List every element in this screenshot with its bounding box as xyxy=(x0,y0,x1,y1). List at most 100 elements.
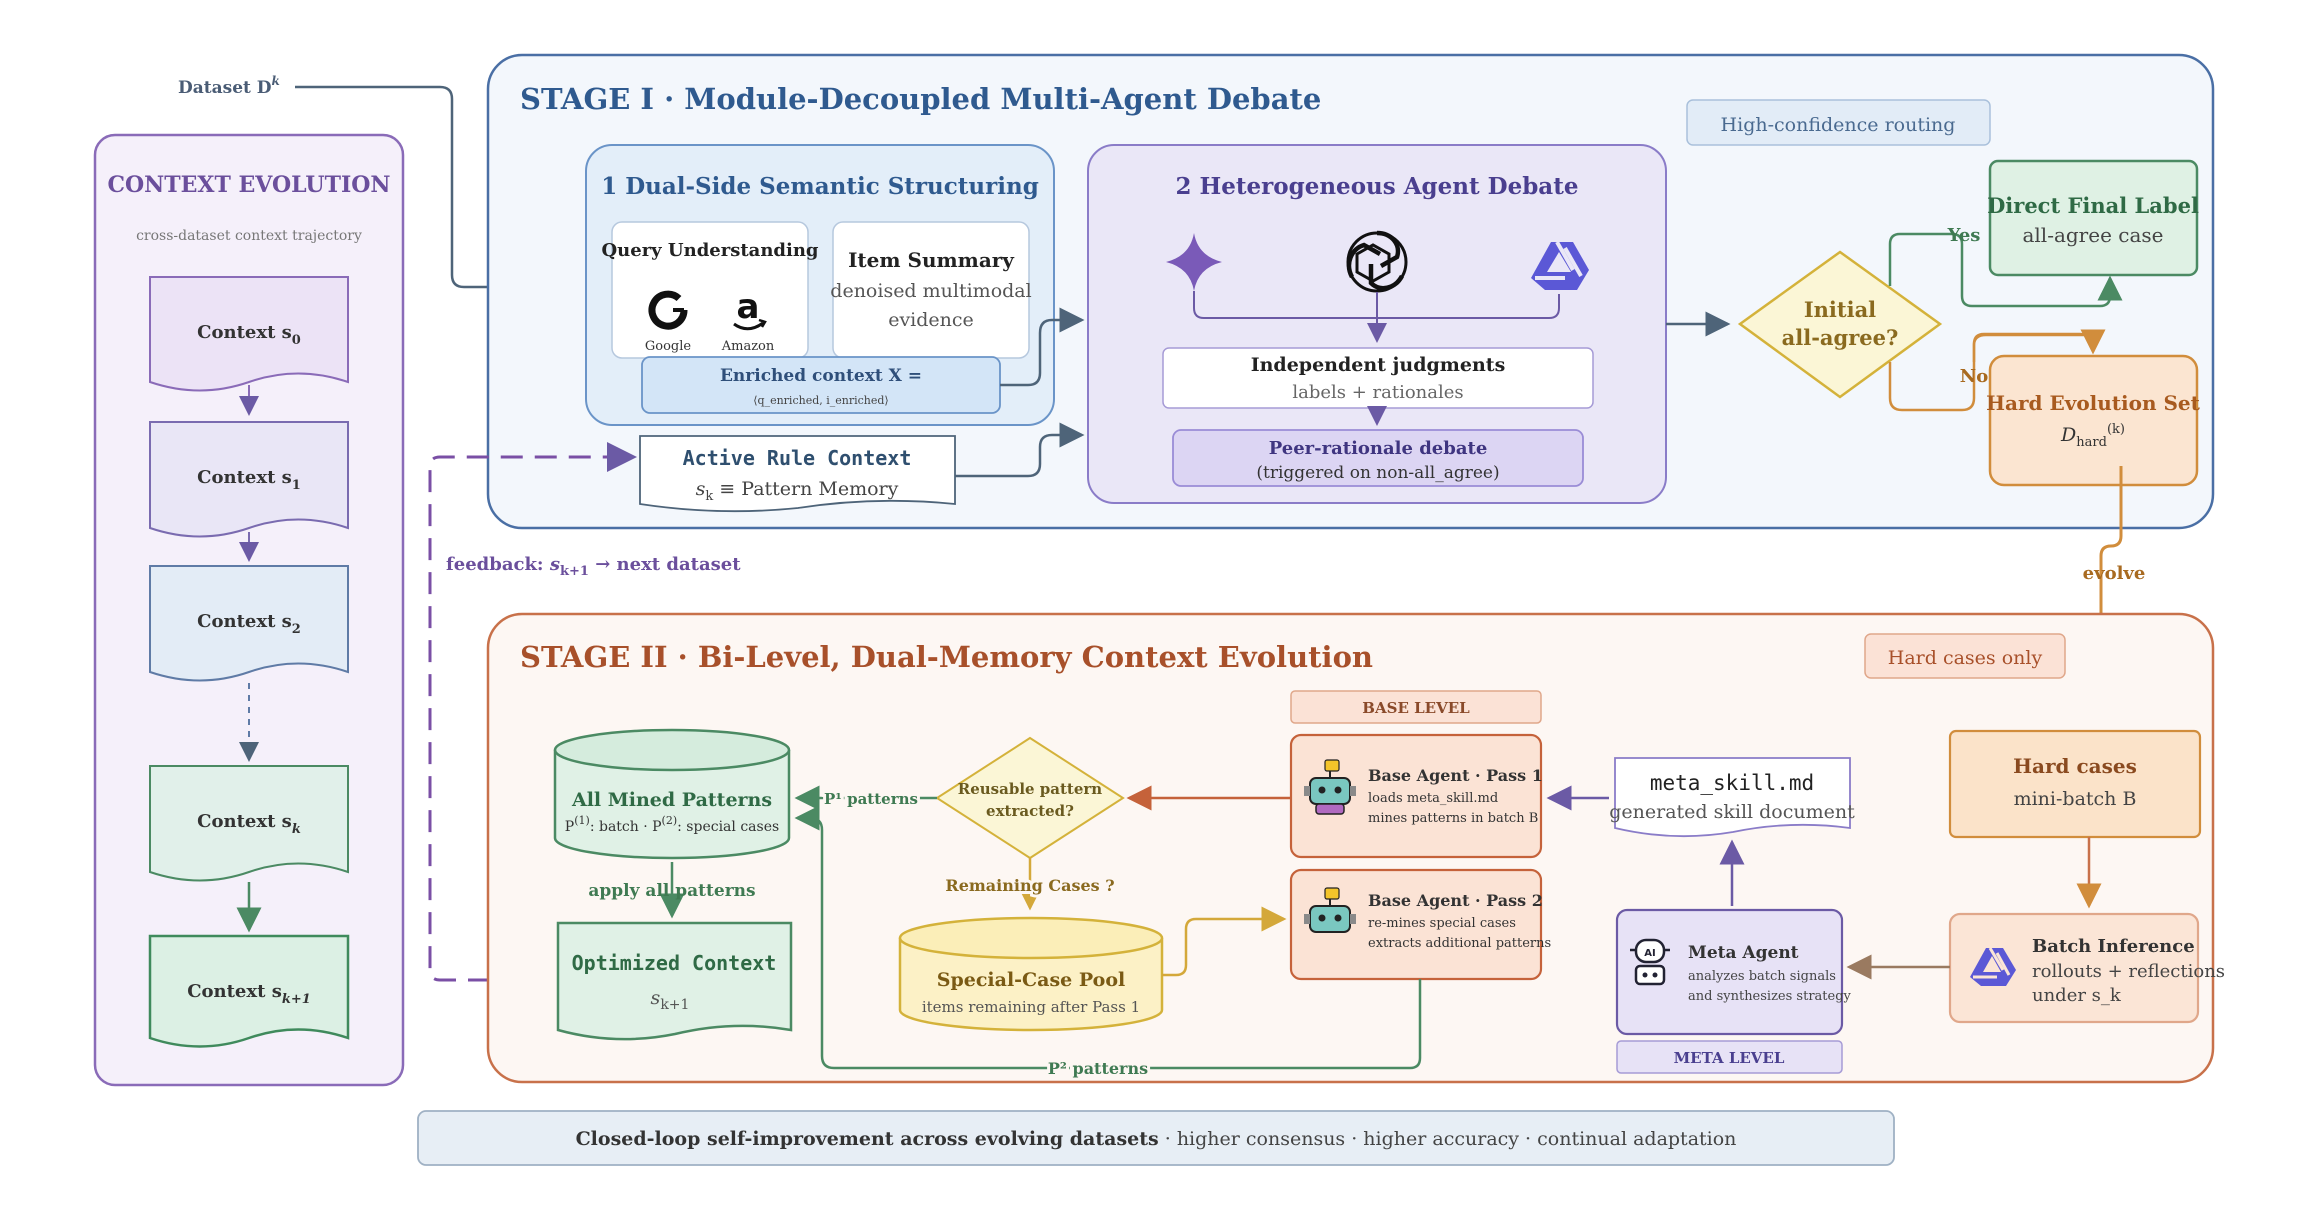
google-icon xyxy=(648,290,688,330)
optimized-context-title: Optimized Context xyxy=(572,951,777,975)
svg-text:Context sk+1: Context sk+1 xyxy=(187,981,311,1007)
hard-only-badge xyxy=(1864,633,2066,679)
special-pool-title: Special-Case Pool xyxy=(937,969,1125,991)
hard-cases-title: Hard cases xyxy=(2013,754,2137,778)
context-s2-card: Context s2 xyxy=(149,565,349,682)
enriched-context-title: Enriched context X = xyxy=(720,366,922,386)
pass1-line2: mines patterns in batch B xyxy=(1368,811,1538,826)
mined-patterns-title: All Mined Patterns xyxy=(571,789,772,811)
svg-text:AI: AI xyxy=(1644,948,1655,959)
meta-agent-line2: and synthesizes strategy xyxy=(1688,989,1852,1004)
svg-text:Context s2: Context s2 xyxy=(197,611,301,637)
peer-debate-title: Peer-rationale debate xyxy=(1269,438,1488,459)
robot-icon xyxy=(1304,759,1356,815)
hard-set-title: Hard Evolution Set xyxy=(1986,391,2201,415)
context-s1-card: Context s1 xyxy=(149,421,349,538)
yes-arrow xyxy=(1888,232,2123,308)
peer-debate-sub: (triggered on non-all_agree) xyxy=(1256,463,1499,483)
context-panel-subtitle: cross-dataset context trajectory xyxy=(136,228,362,244)
reusable-pattern-decision: Reusable pattern extracted? xyxy=(935,736,1125,860)
meta-skill-sub: generated skill document xyxy=(1609,801,1855,823)
pass1-title: Base Agent · Pass 1 xyxy=(1368,766,1543,785)
all-mined-patterns-store: All Mined Patterns P(1): batch · P(2): s… xyxy=(553,728,791,860)
dataset-label: Dataset Dk xyxy=(178,74,280,98)
active-rule-sub: sk ≡ Pattern Memory xyxy=(696,478,899,504)
hard-cases-card: Hard cases mini-batch B xyxy=(1948,729,2202,839)
item-summary-line2: evidence xyxy=(888,309,974,331)
routing-badge xyxy=(1686,99,1991,146)
feedback-label: feedback: sk+1 → next dataset xyxy=(446,554,741,579)
batch-inference-card: Batch Inference rollouts + reflections u… xyxy=(1948,912,2225,1024)
pass1-line1: loads meta_skill.md xyxy=(1368,791,1498,806)
query-understanding-title: Query Understanding xyxy=(601,240,818,261)
routing-label: High-confidence routing xyxy=(1721,114,1956,136)
hard-set-formula: Dhard(k) xyxy=(2060,422,2125,450)
direct-final-sub: all-agree case xyxy=(2022,223,2163,247)
pass2-title: Base Agent · Pass 2 xyxy=(1368,891,1543,910)
context-s0-card: Context s0 xyxy=(149,276,349,392)
base-level-label: BASE LEVEL xyxy=(1362,699,1470,717)
direct-final-label-card: Direct Final Label all-agree case xyxy=(1987,159,2199,277)
enriched-context-sub: ⟨q_enriched, i_enriched⟩ xyxy=(753,394,888,407)
dataset-arrow xyxy=(295,85,586,300)
amazon-icon: a xyxy=(733,287,767,331)
meta-level-badge xyxy=(1616,1040,1843,1074)
box2-title: 2 Heterogeneous Agent Debate xyxy=(1176,173,1579,200)
footer-text: Closed-loop self-improvement across evol… xyxy=(576,1128,1737,1150)
remaining-cases-label: Remaining Cases ? xyxy=(945,876,1114,895)
feedback-loop xyxy=(428,442,637,982)
item-summary-title: Item Summary xyxy=(848,248,1015,272)
dual-side-structuring-box: 1 Dual-Side Semantic Structuring Query U… xyxy=(585,144,1055,426)
context-panel-title: CONTEXT EVOLUTION xyxy=(107,172,390,198)
independent-judgments-sub: labels + rationales xyxy=(1292,382,1463,403)
context-evolution-panel: CONTEXT EVOLUTION cross-dataset context … xyxy=(93,133,405,1087)
independent-judgments-title: Independent judgments xyxy=(1251,354,1506,376)
decision-line2: all-agree? xyxy=(1782,325,1899,350)
evolve-arrow xyxy=(2086,466,2123,707)
stage2-title: STAGE II · Bi-Level, Dual-Memory Context… xyxy=(520,640,1373,674)
footer-banner: Closed-loop self-improvement across evol… xyxy=(417,1110,1895,1166)
svg-text:Context sk: Context sk xyxy=(197,811,301,837)
pass2-line2: extracts additional patterns xyxy=(1368,936,1551,951)
hard-cases-sub: mini-batch B xyxy=(2014,788,2137,810)
p2-patterns-label: P² patterns xyxy=(1048,1059,1148,1078)
decision-line1: Initial xyxy=(1804,297,1876,322)
hard-only-label: Hard cases only xyxy=(1888,647,2043,669)
meta-level-label: META LEVEL xyxy=(1674,1049,1785,1067)
heterogeneous-debate-box: 2 Heterogeneous Agent Debate xyxy=(1087,144,1667,504)
stage2-panel: STAGE II · Bi-Level, Dual-Memory Context… xyxy=(486,612,2225,1084)
stage1-title: STAGE I · Module-Decoupled Multi-Agent D… xyxy=(520,82,1321,116)
batch-inference-line2: under s_k xyxy=(2032,985,2122,1006)
active-rule-title: Active Rule Context xyxy=(683,446,912,470)
special-case-pool: Special-Case Pool items remaining after … xyxy=(898,916,1164,1032)
qwen-icon xyxy=(1970,947,2016,986)
batch-inference-title: Batch Inference xyxy=(2032,936,2195,957)
stage1-panel: STAGE I · Module-Decoupled Multi-Agent D… xyxy=(486,53,2215,530)
yes-label: Yes xyxy=(1947,225,1981,246)
item-summary-line1: denoised multimodal xyxy=(830,280,1031,302)
context-sk-card: Context sk xyxy=(149,765,349,882)
sparkle-icon xyxy=(1166,233,1222,291)
amazon-label: Amazon xyxy=(721,339,775,354)
box1-title: 1 Dual-Side Semantic Structuring xyxy=(601,173,1039,200)
meta-agent-line1: analyzes batch signals xyxy=(1688,969,1836,984)
pass2-line1: re-mines special cases xyxy=(1368,916,1516,931)
direct-final-title: Direct Final Label xyxy=(1987,193,2199,218)
svg-text:Context s0: Context s0 xyxy=(197,322,301,348)
base-agent-pass1-card: Base Agent · Pass 1 loads meta_skill.md … xyxy=(1289,733,1543,859)
base-agent-pass2-card: Base Agent · Pass 2 re-mines special cas… xyxy=(1289,868,1551,981)
peer-debate-card xyxy=(1172,429,1584,487)
p2-patterns-arrow xyxy=(794,805,1422,1070)
reusable-line1: Reusable pattern xyxy=(958,780,1103,798)
mined-patterns-sub: P(1): batch · P(2): special cases xyxy=(565,814,779,835)
meta-agent-card: AI Meta Agent analyzes batch signals and… xyxy=(1615,908,1852,1036)
svg-text:a: a xyxy=(737,287,760,327)
all-agree-decision: Initial all-agree? xyxy=(1737,250,1943,399)
p1-patterns-label: P¹ patterns xyxy=(824,790,918,808)
meta-skill-document: meta_skill.md generated skill document xyxy=(1609,757,1855,838)
evolve-label: evolve xyxy=(2083,563,2146,584)
svg-text:Context s1: Context s1 xyxy=(197,467,301,493)
meta-skill-title: meta_skill.md xyxy=(1650,771,1814,795)
